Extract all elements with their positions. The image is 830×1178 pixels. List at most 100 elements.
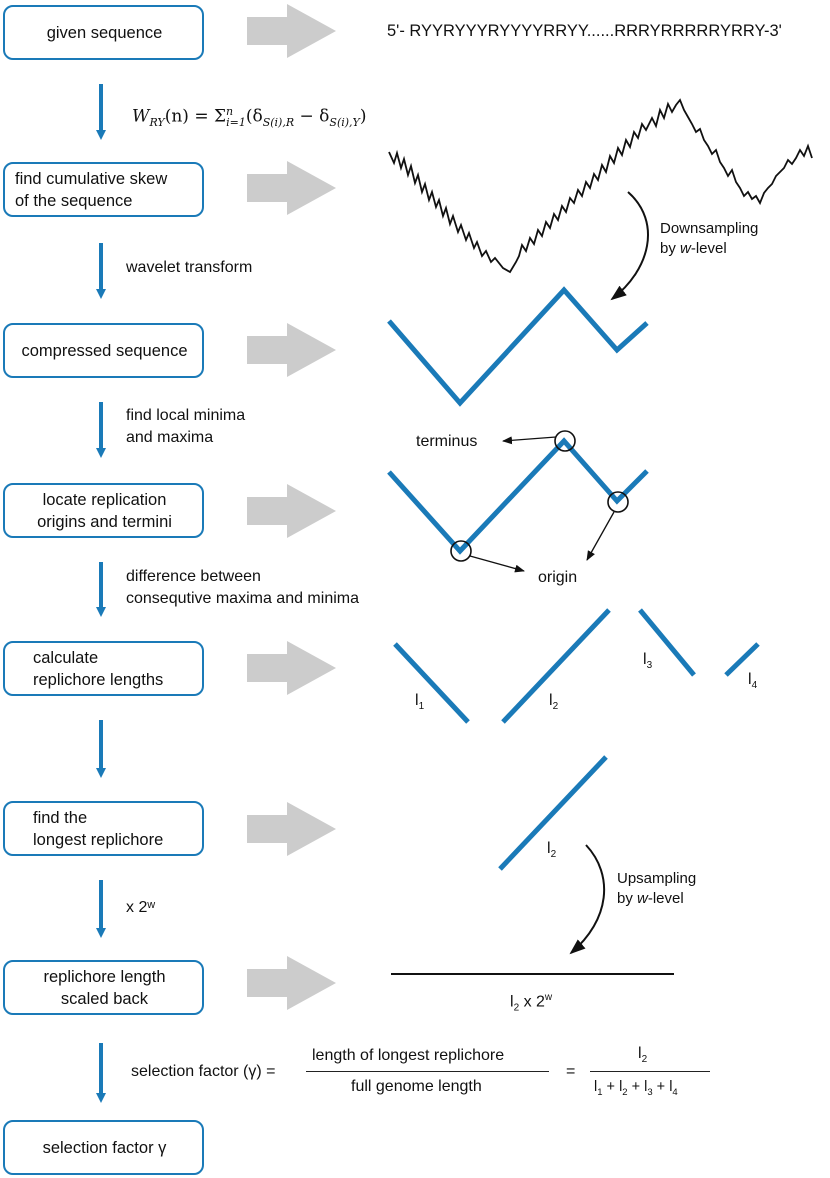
replichore-name: l <box>643 651 647 668</box>
rhs-plus: + <box>602 1079 620 1095</box>
selection-prefix: selection factor (γ) = <box>131 1063 276 1080</box>
gray-arrow-2 <box>247 161 336 215</box>
transition-label-4: difference between consequtive maxima an… <box>126 568 359 607</box>
rhs-den-name: l <box>619 1079 623 1095</box>
compressed-sequence-curve <box>387 286 649 407</box>
origin-pointer-1 <box>469 555 525 573</box>
scaled-name: l <box>510 993 514 1011</box>
step-label: replichore length scaled back <box>43 967 166 1008</box>
selection-rhs-numerator: l2 <box>638 1043 647 1071</box>
gray-arrows <box>247 4 336 1010</box>
terminus-label: terminus <box>416 433 478 450</box>
step-label: given sequence <box>46 23 163 42</box>
formula-arg: (n) = Σ <box>164 106 226 127</box>
replichore-sub: 4 <box>751 680 758 692</box>
terminus-marker <box>554 430 576 452</box>
selection-denominator: full genome length <box>351 1078 482 1095</box>
replichore-label-2: l2 <box>549 690 558 718</box>
gray-arrow-5 <box>247 641 336 695</box>
rhs-den-sub: 4 <box>672 1086 678 1098</box>
replichore-label-1: l1 <box>415 690 424 718</box>
longest-name: l <box>547 840 551 857</box>
rhs-num-name: l <box>638 1045 642 1062</box>
scaled-sup: w <box>544 992 553 1003</box>
step-longest-replichore: find the longest replichore <box>3 801 204 856</box>
rhs-den-sub: 2 <box>622 1086 628 1098</box>
longest-sub: 2 <box>550 849 557 861</box>
step-replichore-lengths: calculate replichore lengths <box>3 641 204 696</box>
step-compressed-sequence: compressed sequence <box>3 323 204 378</box>
formula-minus: − δ <box>294 106 330 127</box>
selection-fraction-bar <box>306 1071 549 1072</box>
rhs-den-sub: 1 <box>597 1086 603 1098</box>
formula-sum-sub: i=1 <box>226 116 246 130</box>
step-locate-origins: locate replication origins and termini <box>3 483 204 538</box>
gray-arrow-4 <box>247 484 336 538</box>
origin-pointer-2 <box>586 511 615 561</box>
origin-label: origin <box>538 569 578 586</box>
replichore-sub: 2 <box>552 701 559 713</box>
rhs-plus: + <box>627 1079 645 1095</box>
step-label: selection factor γ <box>42 1138 167 1157</box>
step-cumulative-skew: find cumulative skew of the sequence <box>3 162 204 217</box>
input-sequence: 5'- RYYRYYYRYYYYRRYY......RRRYRRRRRYRRY-… <box>387 22 782 40</box>
upsampling-level: -level <box>647 890 684 907</box>
rhs-den-sub: 3 <box>647 1086 653 1098</box>
replichore-sub: 1 <box>418 701 425 713</box>
gray-arrow-3 <box>247 323 336 377</box>
selection-equals: = <box>566 1063 576 1080</box>
rhs-den-name: l <box>594 1079 598 1095</box>
longest-replichore-segment <box>498 755 608 871</box>
formula-body: (δ <box>245 106 263 127</box>
transition-label-3: find local minima and maxima <box>126 407 246 446</box>
rhs-num-sub: 2 <box>641 1054 648 1066</box>
formula-lhs-sub: RY <box>149 116 165 130</box>
upsampling-by: by <box>617 890 638 907</box>
rhs-den-name: l <box>669 1079 673 1095</box>
replichore-sub: 3 <box>646 660 653 672</box>
upsampling-arrow <box>569 844 606 955</box>
skew-formula: WRY(n) = Σni=1(δS(i),R − δS(i),Y) <box>132 101 366 134</box>
formula-sum-sup: n <box>226 105 234 118</box>
downsampling-w: w <box>680 240 691 257</box>
terminus-pointer <box>502 436 557 445</box>
replichore-label-3: l3 <box>643 649 652 677</box>
origin-marker-2 <box>607 491 629 513</box>
step-given-sequence: given sequence <box>3 5 204 60</box>
step-label: compressed sequence <box>21 341 188 360</box>
step-label: calculate replichore lengths <box>33 648 164 689</box>
formula-d2-sub: S(i),Y <box>329 116 360 130</box>
scaled-length-label: l2 x 2w <box>510 987 552 1020</box>
downsampling-arrow <box>610 191 649 301</box>
selection-rhs-fraction-bar <box>590 1071 710 1072</box>
upsampling-line1: Upsampling <box>617 870 697 887</box>
rhs-den-name: l <box>644 1079 648 1095</box>
replichore-segment-2 <box>501 608 611 724</box>
step-label: find the longest replichore <box>33 808 164 849</box>
step-scaled-back: replichore length scaled back <box>3 960 204 1015</box>
gray-arrow-1 <box>247 4 336 58</box>
selection-numerator: length of longest replichore <box>312 1047 505 1064</box>
step-label: locate replication origins and termini <box>37 490 172 531</box>
downsampling-by: by <box>660 240 681 257</box>
step-label: find cumulative skew of the sequence <box>15 169 168 210</box>
replichore-label-4: l4 <box>748 669 757 697</box>
origin-marker-1 <box>450 540 472 562</box>
step-selection-factor: selection factor γ <box>3 1120 204 1175</box>
downsampling-line1: Downsampling <box>660 220 759 237</box>
replichore-name: l <box>415 692 419 709</box>
downsampling-level: -level <box>690 240 727 257</box>
replichore-name: l <box>748 671 752 688</box>
selection-rhs-denominator: l1 + l2 + l3 + l4 <box>594 1076 678 1104</box>
cumulative-skew-curve <box>388 98 813 274</box>
gray-arrow-6 <box>247 802 336 856</box>
formula-d1-sub: S(i),R <box>262 116 295 130</box>
transition-label-2: wavelet transform <box>126 259 253 276</box>
replichore-segment-1 <box>393 642 470 724</box>
replichore-segment-4 <box>724 642 760 677</box>
replichore-segment-3 <box>638 608 696 677</box>
formula-close: ) <box>359 106 367 127</box>
longest-replichore-label: l2 <box>547 838 556 866</box>
